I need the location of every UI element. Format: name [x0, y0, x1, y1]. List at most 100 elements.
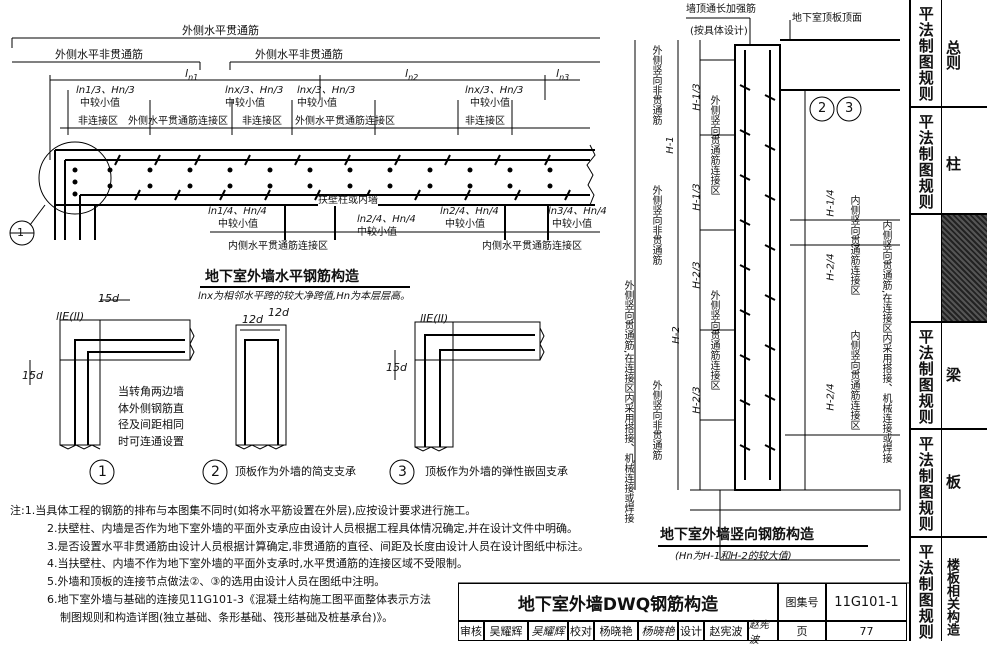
tb-reviewer: 吴耀辉 — [484, 621, 528, 641]
left-vlabel-4: 外侧竖向贯通筋连接区 — [708, 290, 719, 390]
zone-nonconnect-3: 非连接区 — [465, 116, 505, 127]
sidebar-tab-slab-related[interactable]: 平法制图规则 楼板相关构造 — [911, 538, 987, 641]
sidebar-tab-main: 平法制图规则 — [916, 114, 935, 210]
zone-bottom-sub-4: 中较小值 — [552, 219, 592, 230]
dim-lie-1: lIE(lI) — [56, 310, 85, 323]
dim-12d-2: 12d — [268, 306, 289, 319]
zone-nonconnect-2: 非连接区 — [242, 116, 282, 127]
top-reinforce-label: 墙顶通长加强筋 — [686, 4, 756, 15]
tb-check-label: 校对 — [568, 621, 594, 641]
tb-atlas-no: 11G101-1 — [826, 583, 907, 621]
zone-top-sub-3: 中较小值 — [297, 98, 337, 109]
sidebar-tab-sub: 柱 — [944, 156, 962, 171]
vdim-4: H-2/3 — [691, 261, 703, 289]
horizontal-subtitle: lnx为相邻水平跨的较大净跨值,Hn为本层层高。 — [198, 291, 411, 302]
sidebar-tab-main: 平法制图规则 — [916, 6, 935, 102]
note-line-6: 6.地下室外墙与基础的连接见11G101-3《混凝土结构施工图平面整体表示方法 — [47, 593, 431, 607]
detail-label-2: 顶板作为外墙的简支支承 — [235, 465, 356, 478]
tb-designer-sig: 赵宪波 — [748, 620, 778, 646]
corner-note-line: 时可连通设置 — [118, 434, 184, 448]
span-label-2: ln2 — [405, 67, 419, 83]
tb-design-label: 设计 — [678, 621, 704, 641]
zone-bottom-dim-1: ln1/4、Hn/4 — [208, 206, 267, 217]
sidebar-tab-main: 平法制图规则 — [916, 329, 935, 425]
left-vlabel-1: 外侧竖向非贯通筋 — [650, 45, 661, 125]
tb-reviewer-sig: 吴耀辉 — [528, 621, 568, 641]
rdim-1: H-1/4 — [825, 189, 837, 217]
vertical-subtitle: (Hn为H-1和H-2的较大值) — [675, 551, 792, 562]
tb-page-no: 77 — [826, 621, 907, 641]
title-block: 地下室外墙DWQ钢筋构造 图集号 11G101-1 审核 吴耀辉 吴耀辉 校对 … — [458, 583, 907, 646]
section-marker: 1 — [17, 226, 24, 239]
sidebar-tab-beam[interactable]: 平法制图规则 梁 — [911, 323, 987, 430]
tb-page-label: 页 — [778, 621, 826, 641]
vdim-3: H-1/3 — [691, 183, 703, 211]
vcircle-3: 3 — [845, 101, 854, 116]
zone-top-sub-4: 中较小值 — [470, 98, 510, 109]
notes-block: 注:1.当具体工程的钢筋的排布与本图集不同时(如将水平筋设置在外层),应按设计要… — [10, 502, 589, 627]
dim-15d-3: 15d — [386, 361, 407, 374]
zone-bottom-sub-1: 中较小值 — [218, 219, 258, 230]
detail-num-2: 2 — [211, 464, 220, 480]
vdim-6: H-2/3 — [691, 386, 703, 414]
tb-review-label: 审核 — [458, 621, 484, 641]
zone-connect-1: 外侧水平贯通筋连接区 — [128, 116, 228, 127]
top-reinforce-sub: (按具体设计) — [690, 26, 748, 37]
sidebar-tab-sub: 楼板相关构造 — [944, 558, 959, 636]
roof-top-label: 地下室顶板顶面 — [792, 13, 862, 24]
sidebar-tab-sub: 梁 — [944, 367, 962, 382]
zone-connect-2: 外侧水平贯通筋连接区 — [295, 116, 395, 127]
left-nonthrough-label: 外侧水平非贯通筋 — [55, 48, 143, 61]
sidebar-tab-sub: 总则 — [944, 40, 962, 70]
vdim-1: H-1/3 — [691, 83, 703, 111]
sidebar-tab-slab[interactable]: 平法制图规则 板 — [911, 430, 987, 538]
zone-bottom-dim-3: ln2/4、Hn/4 — [440, 206, 499, 217]
left-vlabel-2: 外侧竖向贯通筋连接区 — [708, 95, 719, 195]
corner-note: 当转角两边墙 体外侧钢筋直 径及间距相同 时可连通设置 — [118, 384, 184, 450]
span-label-1: ln1 — [185, 67, 199, 83]
pilaster-label: 扶壁柱或内墙 — [318, 195, 378, 206]
zone-bottom-sub-2: 中较小值 — [357, 227, 397, 238]
detail-num-3: 3 — [398, 464, 407, 480]
left-vlabel-5: 外侧竖向非贯通筋 — [650, 380, 661, 460]
note-line-7: 制图规则和构造详图(独立基础、条形基础、筏形基础及桩基承台)》。 — [60, 610, 394, 624]
zone-bottom-dim-2: ln2/4、Hn/4 — [357, 214, 416, 225]
left-vlabel-3: 外侧竖向非贯通筋 — [650, 185, 661, 265]
right-vlabel-2: 内侧竖向贯通筋连接区 — [848, 330, 859, 430]
sidebar-tab-column[interactable]: 平法制图规则 柱 — [911, 108, 987, 215]
zone-top-dim-3: lnx/3、Hn/3 — [297, 85, 356, 96]
zone-bottom-label-2: 内侧水平贯通筋连接区 — [482, 241, 582, 252]
zone-top-dim-1: ln1/3、Hn/3 — [76, 85, 135, 96]
tb-designer: 赵宪波 — [704, 621, 748, 641]
rdim-3: H-2/4 — [825, 383, 837, 411]
detail-num-1: 1 — [98, 464, 107, 480]
zone-top-sub-2: 中较小值 — [225, 98, 265, 109]
rdim-2: H-2/4 — [825, 253, 837, 281]
sidebar-tab-main: 平法制图规则 — [916, 436, 935, 532]
detail-label-3: 顶板作为外墙的弹性嵌固支承 — [425, 465, 568, 478]
sidebar-tab-main: 平法制图规则 — [916, 544, 935, 640]
mid-nonthrough-label: 外侧水平非贯通筋 — [255, 48, 343, 61]
vcircle-2: 2 — [818, 101, 827, 116]
dim-15d-2: 15d — [22, 369, 43, 382]
dim-15d-1: 15d — [98, 292, 119, 305]
horizontal-title: 地下室外墙水平钢筋构造 — [205, 269, 359, 285]
corner-note-line: 体外侧钢筋直 — [118, 401, 184, 415]
far-right-vlabel: 内侧竖向贯通筋,在连接区内采用搭接、机械连接或焊接 — [880, 220, 891, 464]
note-line-5: 5.外墙和顶板的连接节点做法②、③的选用由设计人员在图纸中注明。 — [47, 575, 386, 589]
sidebar-tab-wall-active[interactable] — [911, 215, 987, 323]
zone-bottom-dim-4: ln3/4、Hn/4 — [548, 206, 607, 217]
corner-note-line: 径及间距相同 — [118, 418, 184, 431]
top-through-label: 外侧水平贯通筋 — [182, 24, 259, 37]
tb-checker: 杨晓艳 — [594, 621, 638, 641]
vertical-title: 地下室外墙竖向钢筋构造 — [660, 527, 814, 543]
zone-nonconnect-1: 非连接区 — [78, 116, 118, 127]
right-vlabel-1: 内侧竖向贯通筋连接区 — [848, 195, 859, 295]
note-line-3: 3.是否设置水平非贯通筋由设计人员根据计算确定,非贯通筋的直径、间距及长度由设计… — [47, 539, 589, 553]
zone-bottom-sub-3: 中较小值 — [445, 219, 485, 230]
note-line-1: 注:1.当具体工程的钢筋的排布与本图集不同时(如将水平筋设置在外层),应按设计要… — [10, 504, 477, 517]
corner-note-line: 当转角两边墙 — [118, 385, 184, 398]
dim-12d-1: 12d — [242, 313, 263, 326]
sidebar-tab-general[interactable]: 平法制图规则 总则 — [911, 0, 987, 108]
